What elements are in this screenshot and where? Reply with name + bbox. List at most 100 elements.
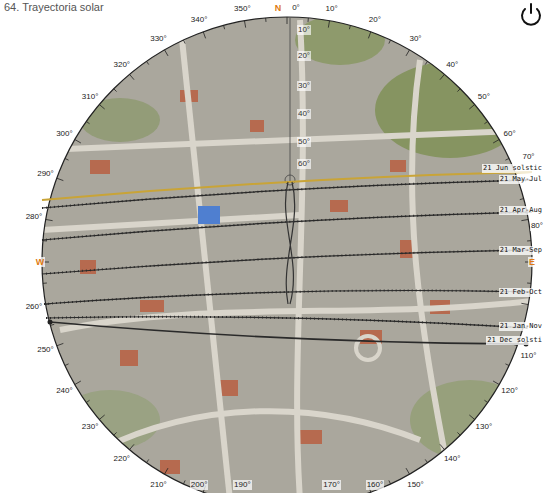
azimuth-label: 250°: [36, 345, 55, 355]
art-line: [130, 74, 134, 79]
art-line: [99, 415, 104, 419]
art-line: [484, 121, 487, 123]
art-line: [389, 480, 391, 484]
art-line: [130, 444, 134, 449]
art-path: [412, 60, 450, 480]
art-line: [520, 199, 524, 200]
art-line: [65, 158, 69, 160]
azimuth-label: 240°: [55, 386, 74, 396]
month-curve-label: 21 Jan-Nov: [499, 322, 543, 331]
azimuth-label: 190°: [233, 480, 252, 490]
art-line: [349, 25, 350, 29]
altitude-label: 40°: [297, 109, 311, 119]
azimuth-label: 300°: [55, 129, 74, 139]
art-line: [484, 400, 487, 402]
art-line: [440, 444, 444, 449]
month-curve-label: 21 Dec solsti: [486, 336, 543, 345]
art-line: [146, 61, 148, 64]
compass-letter: E: [528, 257, 536, 267]
compass-letter: N: [274, 3, 283, 13]
azimuth-label: 210°: [149, 480, 168, 490]
art-path: [50, 322, 526, 344]
azimuth-label: 280°: [25, 212, 44, 222]
art-line: [183, 40, 185, 44]
art-line: [521, 219, 528, 220]
art-line: [505, 364, 509, 366]
month-curve-label: 21 Mar-Sep: [499, 246, 543, 255]
art-line: [165, 50, 169, 56]
art-line: [457, 432, 460, 435]
art-rect: [330, 200, 348, 212]
azimuth-label: 70°: [521, 152, 535, 162]
art-line: [521, 303, 528, 304]
chart-title: 64. Trayectoria solar: [4, 2, 104, 12]
art-line: [57, 178, 64, 180]
art-line: [183, 480, 185, 484]
degree-ticks: [42, 17, 532, 493]
art-rect: [140, 300, 164, 312]
art-ellipse: [80, 98, 160, 142]
horizon-ring: [42, 17, 532, 493]
art-line: [50, 324, 54, 325]
month-curve-label: 21 Feb-Oct: [499, 288, 543, 297]
art-line: [86, 400, 89, 402]
art-circle: [48, 320, 53, 325]
azimuth-label: 290°: [36, 169, 55, 179]
azimuth-label: 130°: [475, 422, 494, 432]
art-line: [46, 219, 53, 220]
art-rect: [90, 160, 110, 174]
art-line: [224, 25, 225, 29]
art-line: [114, 432, 117, 435]
art-line: [308, 18, 309, 22]
azimuth-label: 160°: [366, 480, 385, 490]
art-line: [287, 17, 288, 24]
azimuth-label: 20°: [368, 15, 382, 25]
art-circle: [285, 175, 295, 185]
art-rect: [120, 350, 138, 366]
path-hatching: [42, 180, 532, 328]
azimuth-label: 0°: [291, 3, 301, 13]
art-line: [406, 468, 410, 474]
azimuth-label: 120°: [500, 386, 519, 396]
month-curve-label: 21 Jun solstic: [482, 164, 543, 173]
compass-letter: W: [35, 257, 46, 267]
azimuth-label: 310°: [81, 92, 100, 102]
altitude-label: 30°: [297, 81, 311, 91]
art-line: [368, 32, 370, 39]
azimuth-label: 150°: [406, 480, 425, 490]
art-line: [505, 158, 509, 160]
altitude-label: 50°: [297, 137, 311, 147]
art-path: [46, 317, 528, 328]
azimuth-label: 60°: [503, 129, 517, 139]
art-line: [114, 89, 117, 92]
art-path: [46, 317, 528, 328]
art-line: [530, 4, 532, 13]
azimuth-label: 350°: [233, 4, 252, 14]
art-circle: [356, 336, 380, 360]
altitude-label: 60°: [297, 159, 311, 169]
art-line: [425, 459, 427, 462]
azimuth-label: 40°: [445, 60, 459, 70]
art-line: [43, 283, 47, 284]
art-line: [165, 468, 169, 474]
art-line: [75, 381, 81, 385]
azimuth-label: 50°: [477, 92, 491, 102]
azimuth-label: 80°: [530, 221, 544, 231]
azimuth-label: 230°: [81, 422, 100, 432]
art-ellipse: [60, 390, 160, 450]
power-icon: [522, 4, 540, 25]
azimuth-label: 110°: [520, 351, 538, 361]
art-line: [389, 40, 391, 44]
azimuth-label: 200°: [190, 480, 209, 490]
art-line: [440, 74, 444, 79]
azimuth-label: 340°: [190, 15, 209, 25]
art-line: [265, 18, 266, 22]
art-line: [469, 415, 474, 419]
azimuth-label: 140°: [443, 454, 462, 464]
art-rect: [198, 206, 220, 224]
art-line: [57, 343, 64, 345]
art-path: [100, 411, 420, 450]
art-ellipse: [410, 380, 530, 460]
art-line: [65, 364, 69, 366]
